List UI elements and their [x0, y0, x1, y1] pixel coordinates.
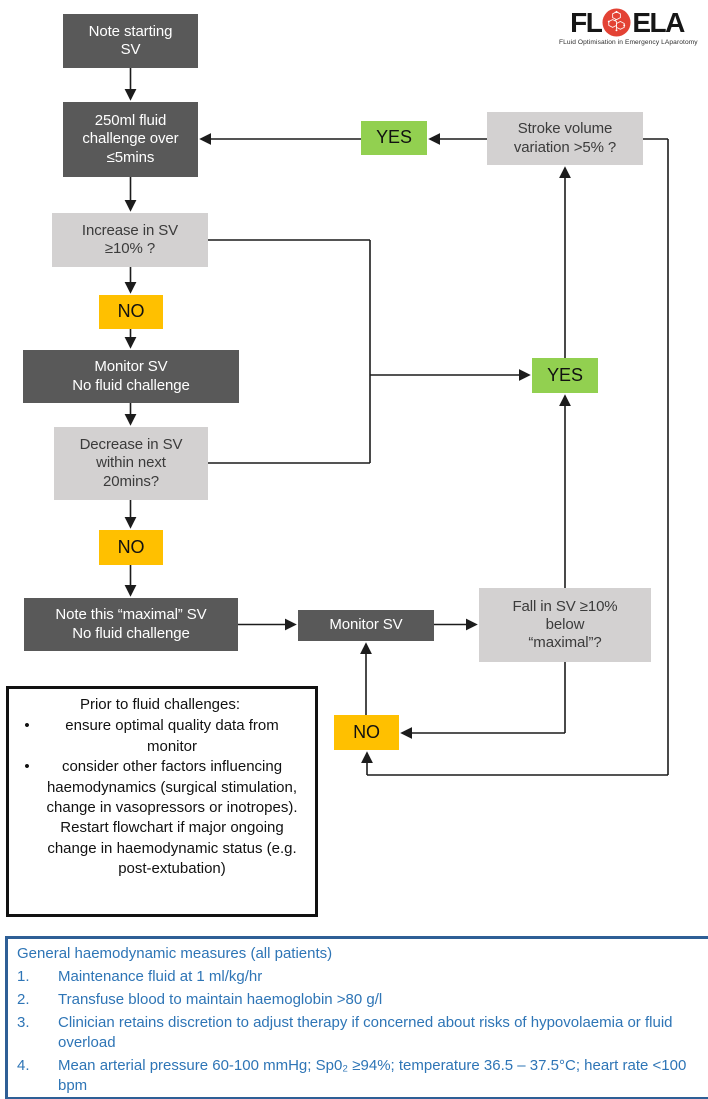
general-item-4-text: Mean arterial pressure 60-100 mmHg; Sp0₂… — [58, 1056, 687, 1094]
flow-node-stroke-volume-variation: Stroke volume variation >5% ? — [487, 112, 643, 165]
prior-bullet-2-text: consider other factors influencing haemo… — [46, 758, 298, 878]
flow-node-fluid-challenge: 250ml fluid challenge over ≤5mins — [63, 102, 198, 177]
flow-connectors — [124, 68, 669, 776]
logo-letters-left: FL — [570, 6, 603, 38]
flow-node-monitor-no-fluid: Monitor SV No fluid challenge — [23, 350, 239, 403]
flow-node-yes-top: YES — [361, 121, 427, 155]
prior-to-fluid-challenges-box: Prior to fluid challenges: • ensure opti… — [6, 686, 318, 917]
general-box-title: General haemodynamic measures (all patie… — [17, 945, 333, 962]
general-item-1-text: Maintenance fluid at 1 ml/kg/hr — [58, 967, 263, 985]
logo-molecule-icon — [602, 8, 631, 37]
logo-tagline: FLuid Optimisation in Emergency LAparoto… — [559, 39, 698, 46]
flow-node-increase-sv: Increase in SV ≥10% ? — [52, 213, 208, 267]
bullet-icon: • — [24, 717, 30, 735]
flow-node-yes-mid: YES — [532, 358, 598, 393]
flow-node-note-maximal-sv: Note this “maximal” SV No fluid challeng… — [24, 598, 238, 651]
general-item-2: 2. Transfuse blood to maintain haemoglob… — [17, 990, 708, 1010]
general-item-2-number: 2. — [17, 990, 30, 1008]
general-item-3: 3. Clinician retains discretion to adjus… — [17, 1013, 708, 1053]
floela-logo: FL ELA FLuid Opt — [559, 8, 698, 46]
floela-logo-word: FL ELA — [559, 8, 695, 37]
general-item-2-text: Transfuse blood to maintain haemoglobin … — [58, 990, 383, 1008]
flow-node-decrease-sv: Decrease in SV within next 20mins? — [54, 427, 208, 500]
prior-box-title: Prior to fluid challenges: — [79, 696, 241, 713]
bullet-icon: • — [24, 758, 30, 776]
general-haemodynamic-measures-box: General haemodynamic measures (all patie… — [5, 936, 708, 1099]
flow-node-no-2: NO — [99, 530, 163, 565]
prior-bullet-2: • consider other factors influencing hae… — [15, 757, 305, 879]
general-item-1-number: 1. — [17, 967, 30, 985]
prior-bullet-1-text: ensure optimal quality data from monitor — [65, 717, 279, 755]
flow-node-fall-sv: Fall in SV ≥10% below “maximal”? — [479, 588, 651, 662]
flow-node-note-starting-sv: Note starting SV — [63, 14, 198, 68]
flow-node-no-1: NO — [99, 295, 163, 329]
flow-node-monitor-sv: Monitor SV — [298, 610, 434, 641]
flow-node-no-3: NO — [334, 715, 399, 750]
general-item-1: 1. Maintenance fluid at 1 ml/kg/hr — [17, 967, 708, 987]
general-item-4-number: 4. — [17, 1056, 30, 1074]
logo-letters-right: ELA — [632, 6, 685, 38]
general-item-4: 4. Mean arterial pressure 60-100 mmHg; S… — [17, 1056, 708, 1096]
general-item-3-text: Clinician retains discretion to adjust t… — [58, 1013, 673, 1051]
general-item-3-number: 3. — [17, 1013, 30, 1031]
prior-bullet-1: • ensure optimal quality data from monit… — [15, 716, 305, 757]
